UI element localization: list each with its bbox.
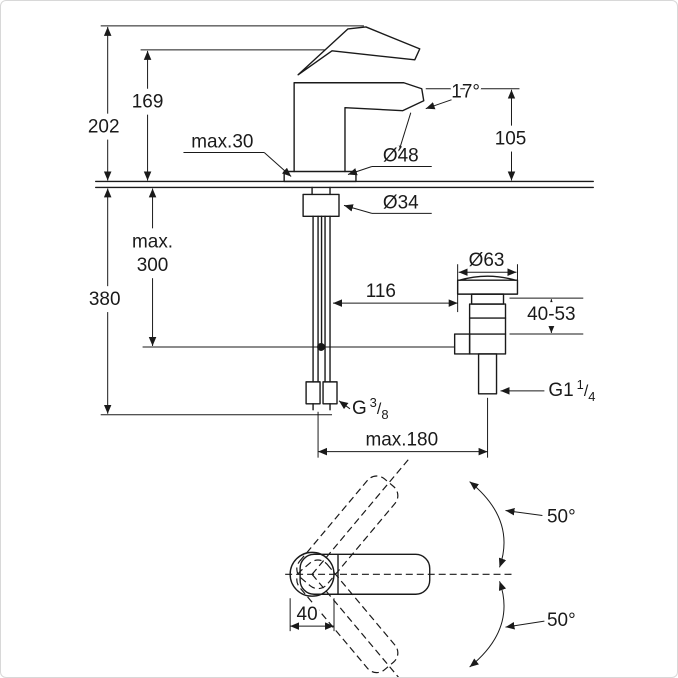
water-stream-arrow — [396, 112, 412, 155]
dim-waste-offset-label: 116 — [366, 281, 396, 302]
waste-thread-numerator: 1 — [577, 377, 584, 392]
faucet-top-view — [285, 459, 515, 677]
dim-depth-total-label: 380 — [89, 289, 121, 310]
dim-waste-range-label: 40-53 — [527, 304, 575, 325]
swivel-outline-down — [296, 559, 409, 677]
waste-thread-denominator: 4 — [588, 389, 595, 404]
swivel-dimensions — [289, 481, 545, 668]
dim-spout-drop-label: 105 — [495, 129, 527, 150]
pop-up-rod — [142, 215, 455, 351]
dim-spout-angle-label: 17° — [451, 82, 480, 103]
dim-deck-max-label: max.30 — [191, 132, 253, 153]
leader-lines — [183, 99, 545, 410]
dim-reach-max-label: max.180 — [365, 430, 438, 451]
extension-lines — [100, 25, 584, 458]
label-backings — [80, 88, 582, 327]
faucet-side-view — [283, 26, 425, 183]
dim-spout-height-label: 169 — [132, 92, 164, 113]
dim-shank-diameter-label: Ø34 — [383, 192, 419, 213]
dim-swivel-down-label: 50° — [547, 610, 576, 631]
supply-thread-prefix: G — [352, 398, 367, 419]
supply-thread-numerator: 3 — [370, 395, 377, 410]
dim-rod-max-line1-label: max. — [132, 231, 173, 252]
dim-waste-diameter-label: Ø63 — [469, 250, 505, 271]
swivel-outline-up — [296, 459, 409, 590]
dim-swivel-up-label: 50° — [547, 506, 576, 527]
pop-up-waste — [453, 275, 519, 395]
dim-base-diameter-label: Ø48 — [383, 146, 419, 167]
supply-hoses — [302, 186, 340, 411]
dim-rod-max-line2-label: 300 — [137, 255, 169, 276]
waste-thread-prefix: G1 — [548, 380, 573, 401]
dim-body-width-label: 40 — [297, 604, 318, 625]
deck-lines — [95, 180, 594, 189]
supply-thread-denominator: 8 — [381, 407, 388, 422]
dim-total-height-label: 202 — [88, 117, 120, 138]
